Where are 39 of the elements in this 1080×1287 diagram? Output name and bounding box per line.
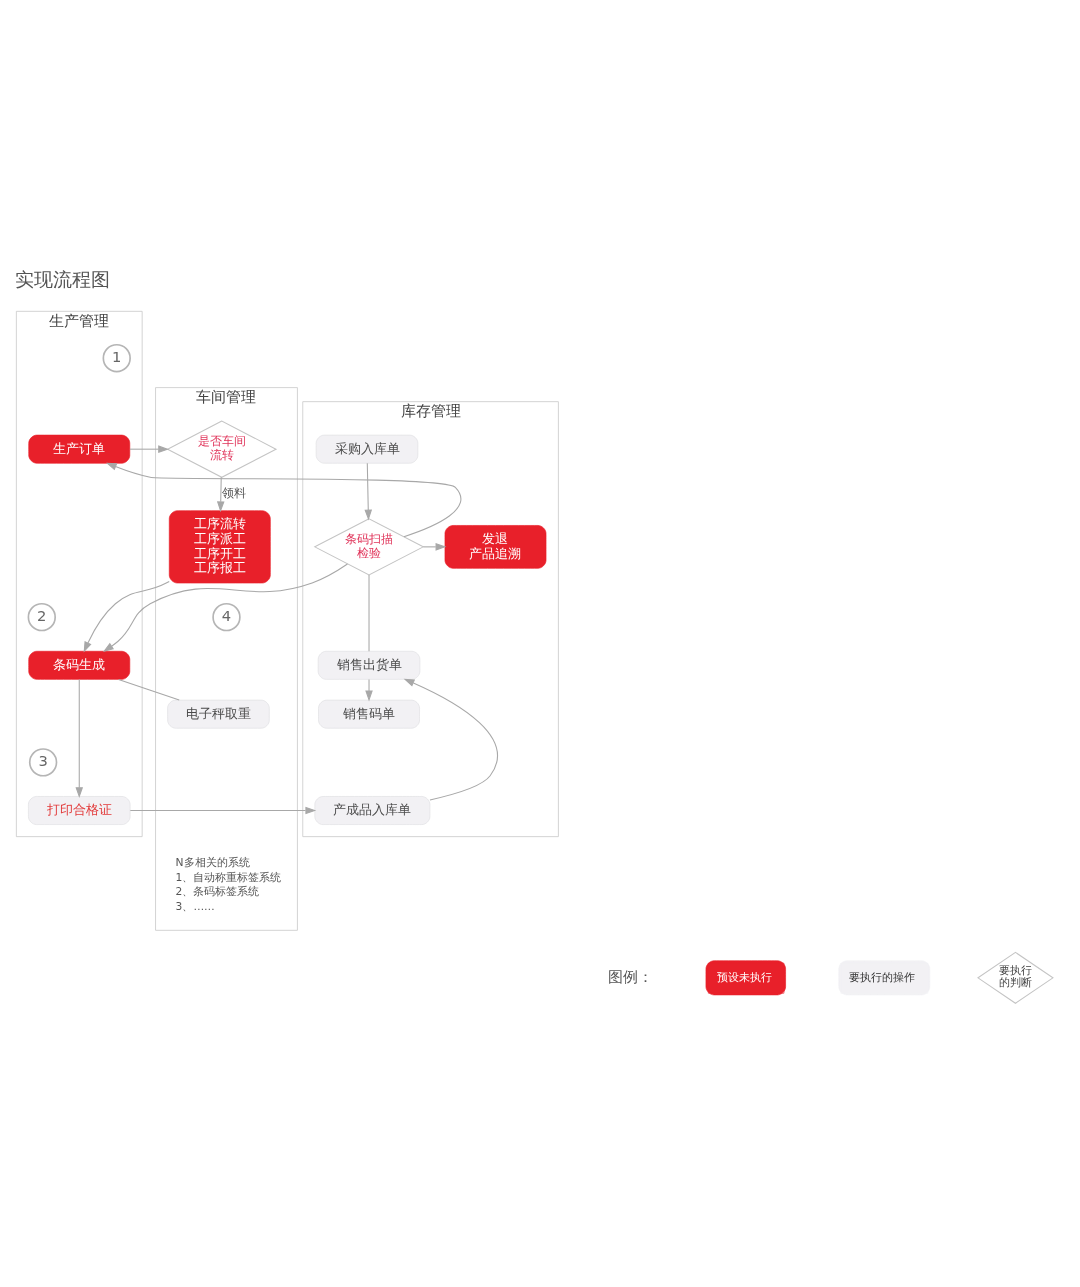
node-box: 打印合格证 (28, 795, 131, 825)
node-circle: 2 (27, 602, 56, 631)
arrow (102, 563, 348, 652)
arrow (216, 476, 225, 512)
node-box: 工序流转 工序派工 工序开工 工序报工 (168, 509, 271, 583)
arrow (403, 678, 498, 800)
connector (118, 678, 180, 701)
arrow (129, 444, 170, 453)
node-circle: 4 (212, 602, 241, 631)
edge-label: 领料 (221, 485, 246, 500)
node-box: 产成品入库单 (314, 795, 431, 825)
legend-label: 要执行的判断 (998, 963, 1032, 989)
node-box: 生产订单 (28, 434, 131, 464)
arrow (83, 580, 170, 653)
label: 2、条码标签系统 (175, 884, 260, 898)
node-box: 条码生成 (28, 650, 131, 680)
legend-label: 要执行的操作 (849, 969, 916, 984)
arrow (105, 462, 462, 537)
node-diamond: 是否车间流转 (166, 419, 278, 478)
label: 1、自动称重标签系统 (175, 870, 282, 884)
diagram-title: 实现流程图 (15, 268, 111, 290)
node-circle: 3 (28, 747, 58, 777)
arrow (364, 462, 373, 520)
node-box: 销售出货单 (317, 650, 421, 680)
label: N多相关的系统 (175, 855, 250, 869)
arrow (365, 678, 373, 701)
connector (368, 573, 370, 652)
legend-label: 预设未执行 (717, 969, 772, 984)
arrow (422, 542, 447, 551)
node-diamond: 条码扫描检验 (313, 517, 425, 576)
node-box: 电子秤取重 (167, 699, 270, 729)
node-box: 采购入库单 (315, 434, 419, 464)
arrow (75, 678, 84, 798)
label: 3、…… (175, 899, 215, 913)
node-circle: 1 (102, 343, 131, 372)
label: 图例： (608, 967, 654, 985)
arrow (129, 806, 317, 814)
node-box: 销售码单 (318, 699, 420, 729)
node-box: 发退 产品追溯 (444, 524, 547, 569)
